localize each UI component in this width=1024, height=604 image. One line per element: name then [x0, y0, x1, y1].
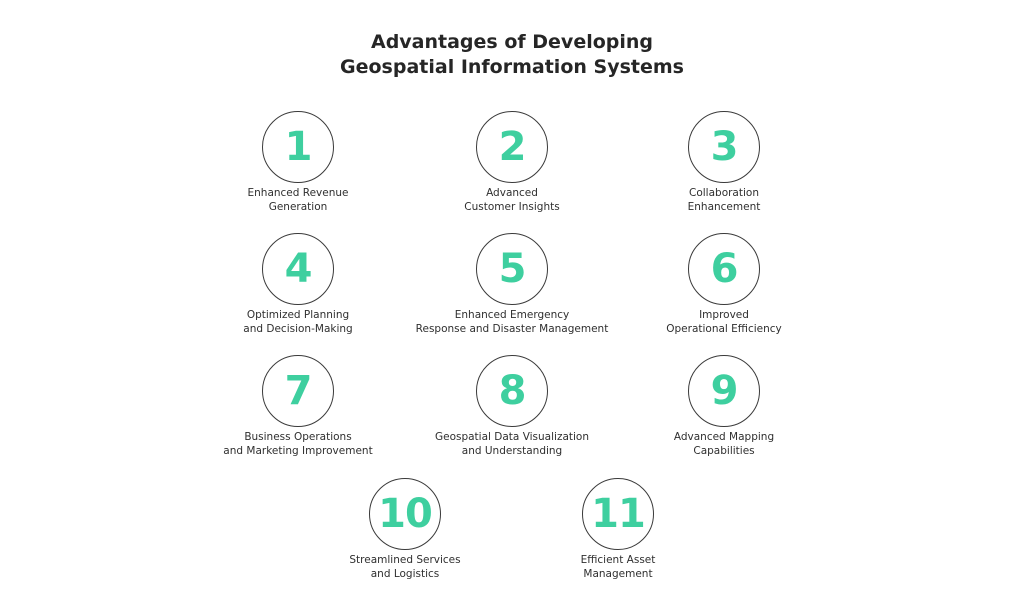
number-circle: 10: [369, 478, 441, 550]
title-line-1: Advantages of Developing: [370, 31, 654, 53]
item-number: 9: [710, 368, 739, 414]
page-title: Advantages of Developing Geospatial Info…: [0, 30, 1024, 80]
number-circle: 1: [262, 111, 334, 183]
item-number: 5: [498, 246, 527, 292]
number-circle: 9: [688, 355, 760, 427]
number-circle: 8: [476, 355, 548, 427]
title-line-2: Geospatial Information Systems: [340, 56, 684, 78]
number-circle: 4: [262, 233, 334, 305]
item-number: 10: [378, 491, 433, 537]
item-number: 11: [591, 491, 646, 537]
item-number: 7: [284, 368, 313, 414]
number-circle: 7: [262, 355, 334, 427]
item-number: 6: [710, 246, 739, 292]
item-number: 4: [284, 246, 313, 292]
number-circle: 5: [476, 233, 548, 305]
number-circle: 11: [582, 478, 654, 550]
number-circle: 2: [476, 111, 548, 183]
item-number: 2: [498, 124, 527, 170]
number-circle: 3: [688, 111, 760, 183]
item-number: 3: [710, 124, 739, 170]
item-number: 8: [498, 368, 527, 414]
number-circle: 6: [688, 233, 760, 305]
item-number: 1: [284, 124, 313, 170]
